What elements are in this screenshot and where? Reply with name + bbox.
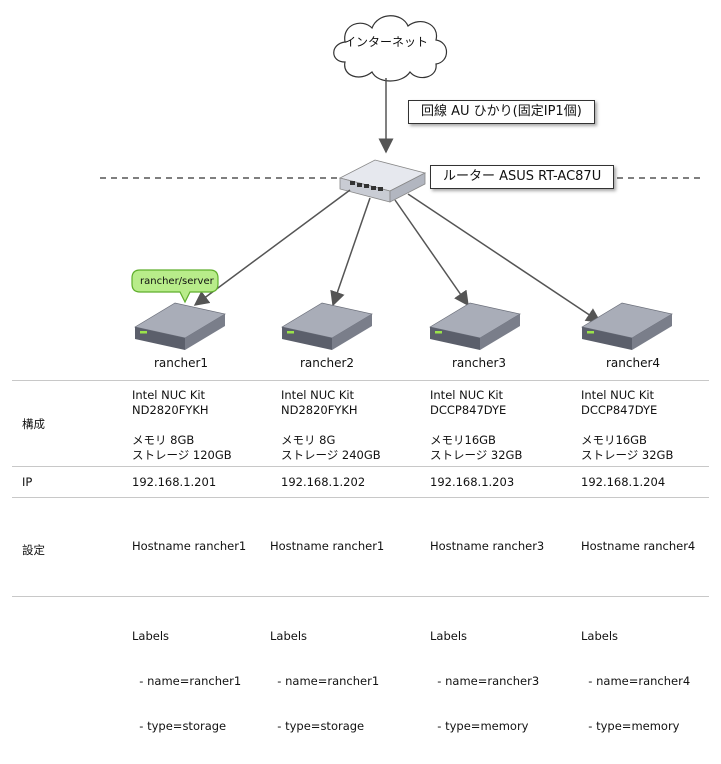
settings-line: Hostname rancher4	[581, 539, 696, 553]
config-line: ストレージ 32GB	[430, 448, 523, 462]
server-rancher1-icon	[134, 302, 226, 350]
cell-config-rancher1: Intel NUC Kit ND2820FYKH メモリ 8GB ストレージ 1…	[132, 388, 232, 463]
settings-line: - name=rancher1	[132, 674, 242, 688]
internet-label: インターネット	[344, 35, 429, 49]
settings-line: - name=rancher1	[270, 674, 380, 688]
line-label-box: 回線 AU ひかり(固定IP1個)	[408, 100, 595, 124]
cell-ip-rancher3: 192.168.1.203	[430, 475, 515, 489]
server-tag-label: rancher/server	[140, 276, 214, 287]
server-label-rancher2: rancher2	[300, 356, 355, 370]
cell-config-rancher2: Intel NUC Kit ND2820FYKH メモリ 8G ストレージ 24…	[281, 388, 381, 463]
settings-line: - type=storage	[132, 719, 227, 733]
settings-line: - name=rancher3	[430, 674, 540, 688]
config-line: Intel NUC Kit	[430, 388, 504, 402]
server-rancher4-icon	[581, 302, 673, 350]
config-line: メモリ16GB	[581, 433, 647, 447]
row-header-settings: 設定	[22, 543, 45, 557]
config-line: DCCP847DYE	[581, 403, 658, 417]
server-label-rancher3: rancher3	[452, 356, 507, 370]
server-tag-bubble	[131, 269, 219, 304]
config-line: Intel NUC Kit	[281, 388, 355, 402]
config-line: メモリ 8G	[281, 433, 336, 447]
cell-config-rancher3: Intel NUC Kit DCCP847DYE メモリ16GB ストレージ 3…	[430, 388, 522, 463]
config-line: ストレージ 120GB	[132, 448, 232, 462]
config-line: Intel NUC Kit	[132, 388, 206, 402]
settings-line: Hostname rancher1	[132, 539, 247, 553]
router-to-rancher2-arrow	[330, 197, 371, 307]
router-to-rancher4-arrow	[407, 193, 602, 323]
row-header-ip: IP	[22, 475, 33, 489]
settings-line: Hostname rancher1	[270, 539, 385, 553]
cell-settings-rancher2: Hostname rancher1 Labels - name=rancher1…	[270, 509, 384, 764]
config-line: メモリ16GB	[430, 433, 496, 447]
cell-settings-rancher3: Hostname rancher3 Labels - name=rancher3…	[430, 509, 544, 764]
router-to-rancher3-arrow	[394, 199, 469, 307]
cell-ip-rancher2: 192.168.1.202	[281, 475, 366, 489]
settings-line: Labels	[430, 629, 468, 643]
settings-line: - type=memory	[581, 719, 680, 733]
server-label-rancher1: rancher1	[154, 356, 209, 370]
server-label-rancher4: rancher4	[606, 356, 661, 370]
cell-ip-rancher1: 192.168.1.201	[132, 475, 217, 489]
router-icon	[338, 159, 427, 203]
config-line: ストレージ 32GB	[581, 448, 674, 462]
config-line: ND2820FYKH	[132, 403, 209, 417]
router-label-box: ルーター ASUS RT-AC87U	[430, 165, 615, 189]
settings-line: - type=storage	[270, 719, 365, 733]
server-rancher2-icon	[281, 302, 373, 350]
table-divider-1	[12, 466, 709, 467]
settings-line: Hostname rancher3	[430, 539, 545, 553]
config-line: Intel NUC Kit	[581, 388, 655, 402]
table-top-border	[12, 380, 709, 381]
settings-line: Labels	[270, 629, 308, 643]
server-rancher3-icon	[429, 302, 521, 350]
config-line: メモリ 8GB	[132, 433, 195, 447]
cell-settings-rancher4: Hostname rancher4 Labels - name=rancher4…	[581, 509, 695, 764]
table-divider-2	[12, 497, 709, 498]
config-line: DCCP847DYE	[430, 403, 507, 417]
cell-ip-rancher4: 192.168.1.204	[581, 475, 666, 489]
cell-settings-rancher1: Hostname rancher1 Labels - name=rancher1…	[132, 509, 246, 764]
table-bottom-border	[12, 596, 709, 597]
internet-cloud-icon	[333, 15, 448, 82]
settings-line: Labels	[581, 629, 619, 643]
settings-line: Labels	[132, 629, 170, 643]
settings-line: - type=memory	[430, 719, 529, 733]
config-line: ND2820FYKH	[281, 403, 358, 417]
network-diagram	[100, 15, 700, 350]
row-header-config: 構成	[22, 417, 45, 431]
settings-line: - name=rancher4	[581, 674, 691, 688]
cell-config-rancher4: Intel NUC Kit DCCP847DYE メモリ16GB ストレージ 3…	[581, 388, 673, 463]
config-line: ストレージ 240GB	[281, 448, 381, 462]
router-to-rancher1-arrow	[193, 189, 351, 306]
